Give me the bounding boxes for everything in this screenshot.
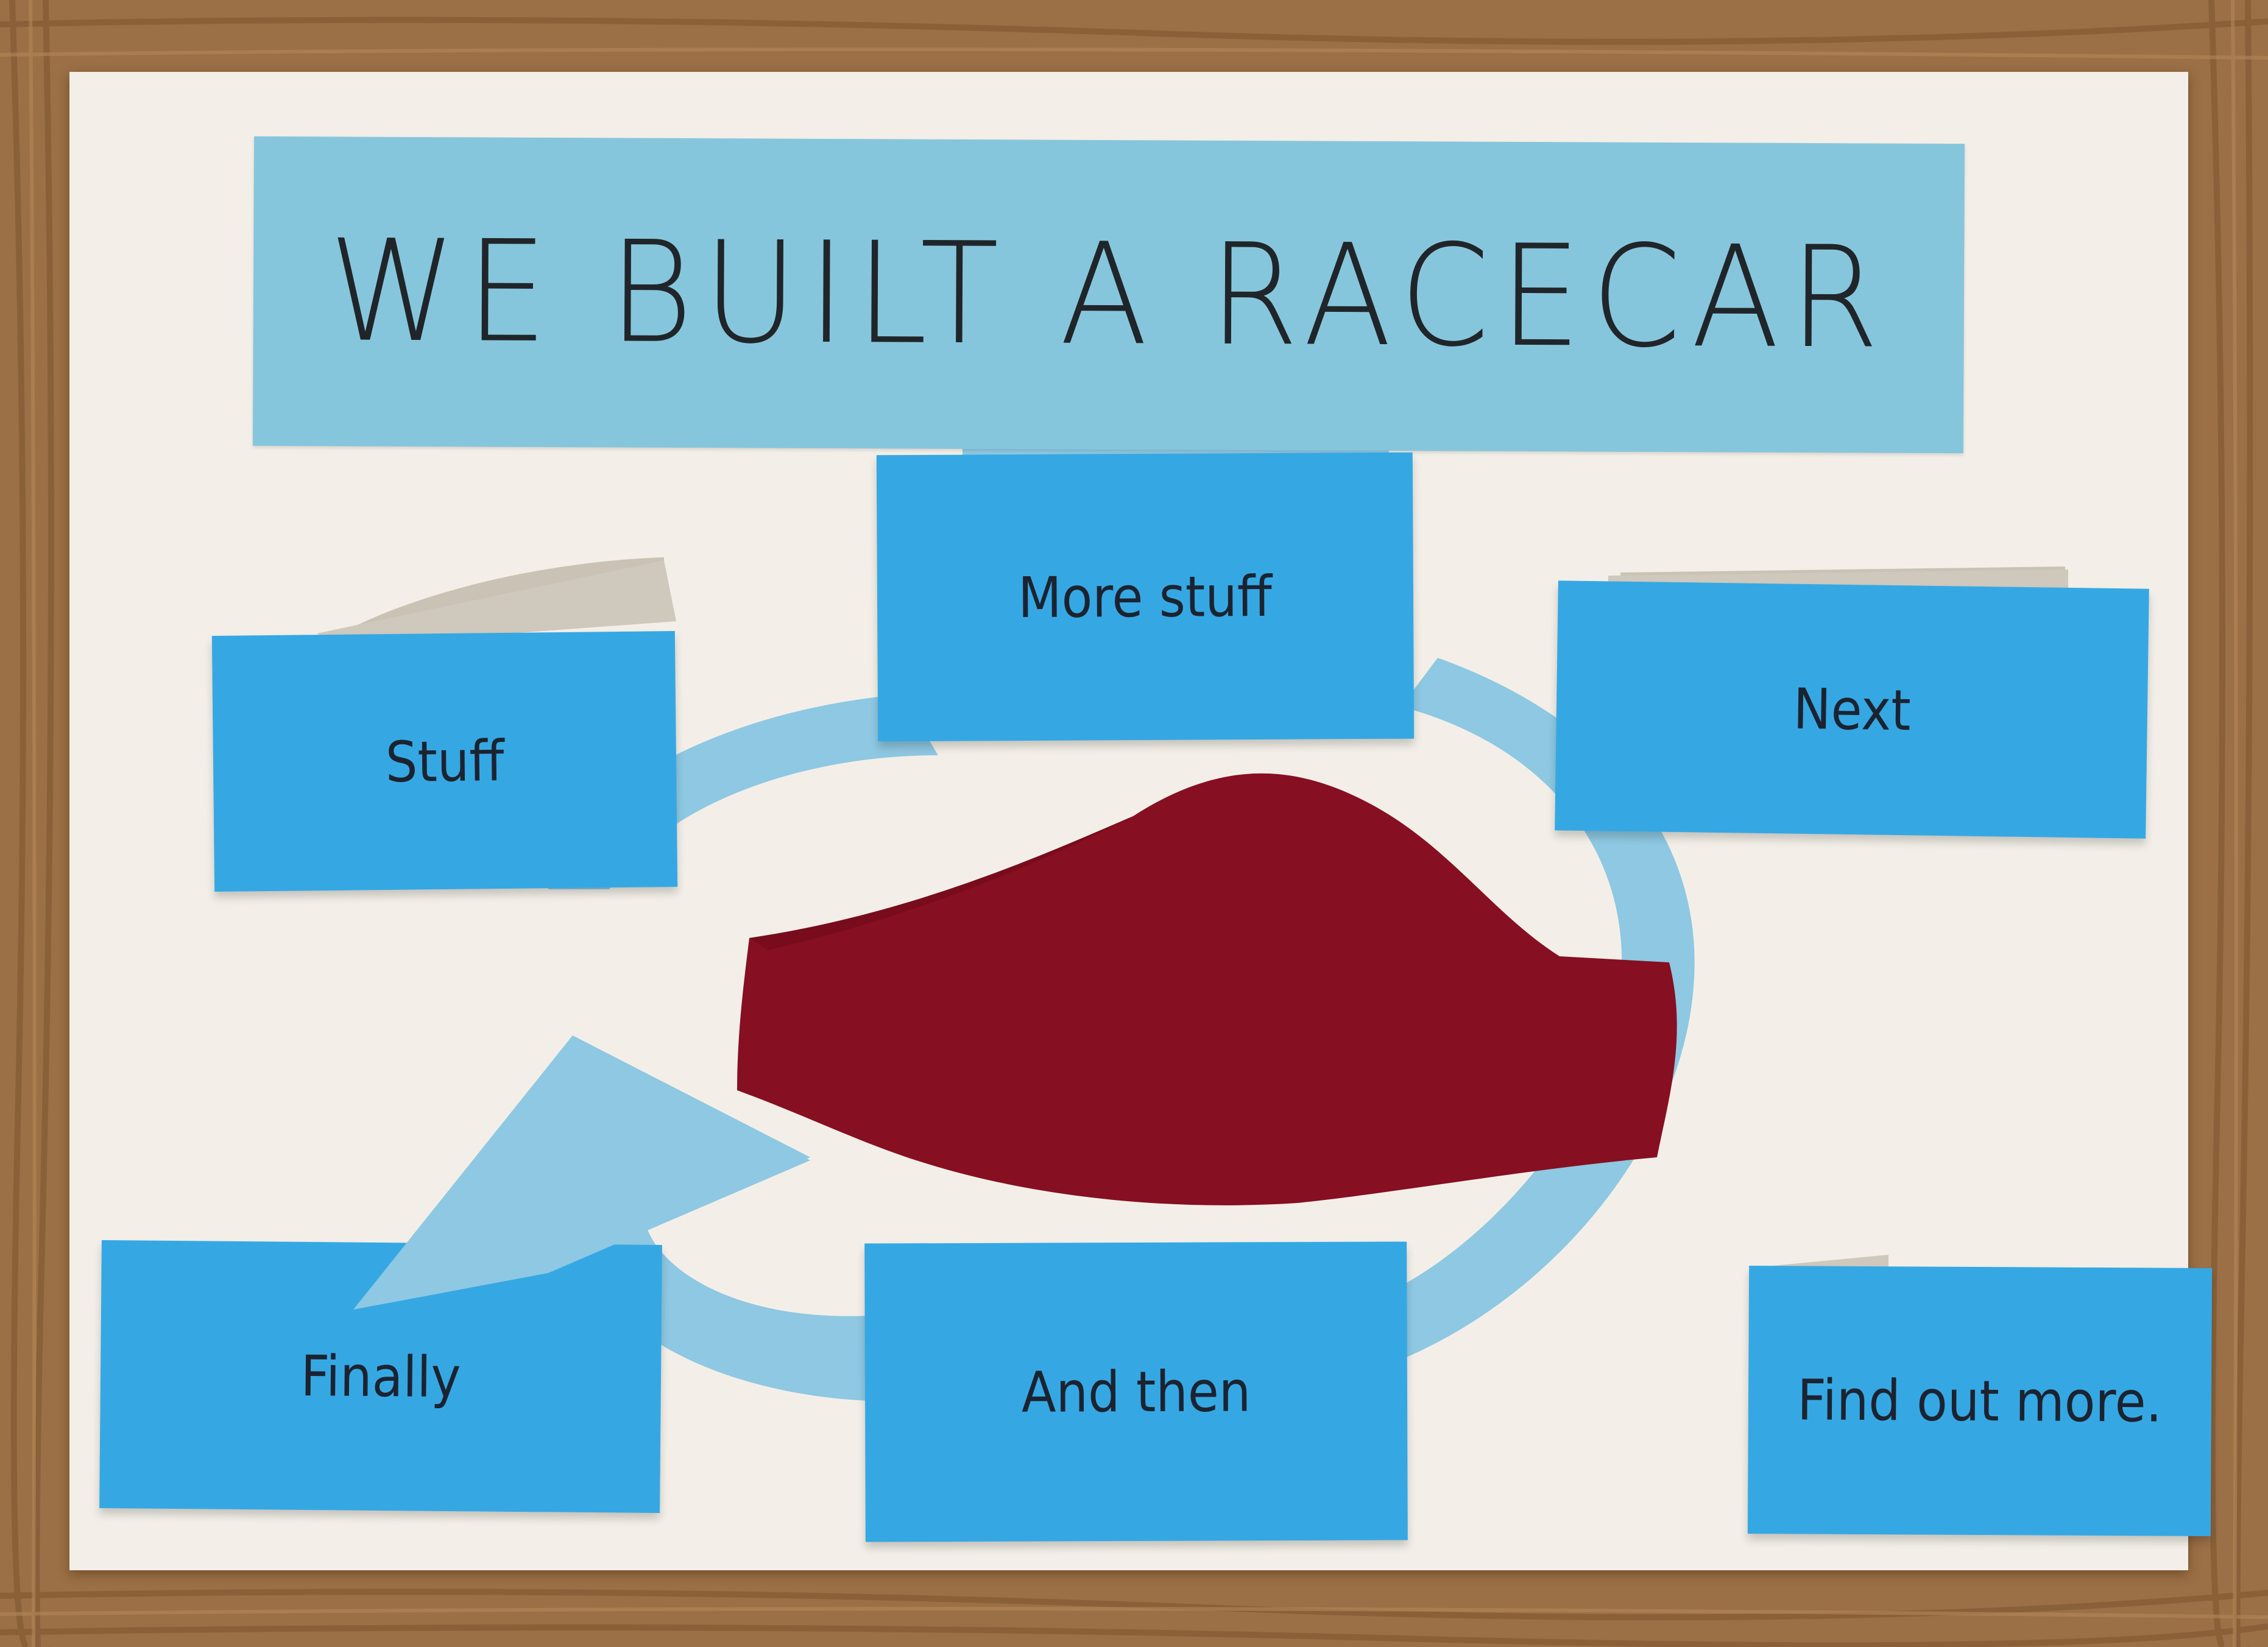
sticky-note-more-stuff: More stuff	[876, 452, 1415, 742]
sticky-note-label: More stuff	[1018, 563, 1273, 630]
racecar-shadow	[749, 816, 1133, 950]
page-title: WE BUILT A RACECAR	[328, 210, 1890, 380]
sticky-note-next: Next	[1555, 580, 2149, 839]
sticky-note-label: Next	[1792, 676, 1912, 743]
racecar-body	[737, 773, 1677, 1205]
sticky-note-and-then: And then	[864, 1241, 1408, 1542]
title-banner: WE BUILT A RACECAR	[252, 136, 1965, 454]
sticky-note-label: Stuff	[385, 728, 504, 795]
sticky-note-finally: Finally	[99, 1240, 662, 1514]
sticky-note-label: Find out more.	[1797, 1367, 2163, 1435]
sticky-note-stuff: Stuff	[211, 631, 678, 892]
cycle-arrow-track	[1365, 658, 1695, 1364]
sticky-note-find-out-more: Find out more.	[1747, 1266, 2213, 1536]
sticky-note-label: And then	[1021, 1358, 1251, 1425]
sticky-note-label: Finally	[300, 1343, 461, 1410]
